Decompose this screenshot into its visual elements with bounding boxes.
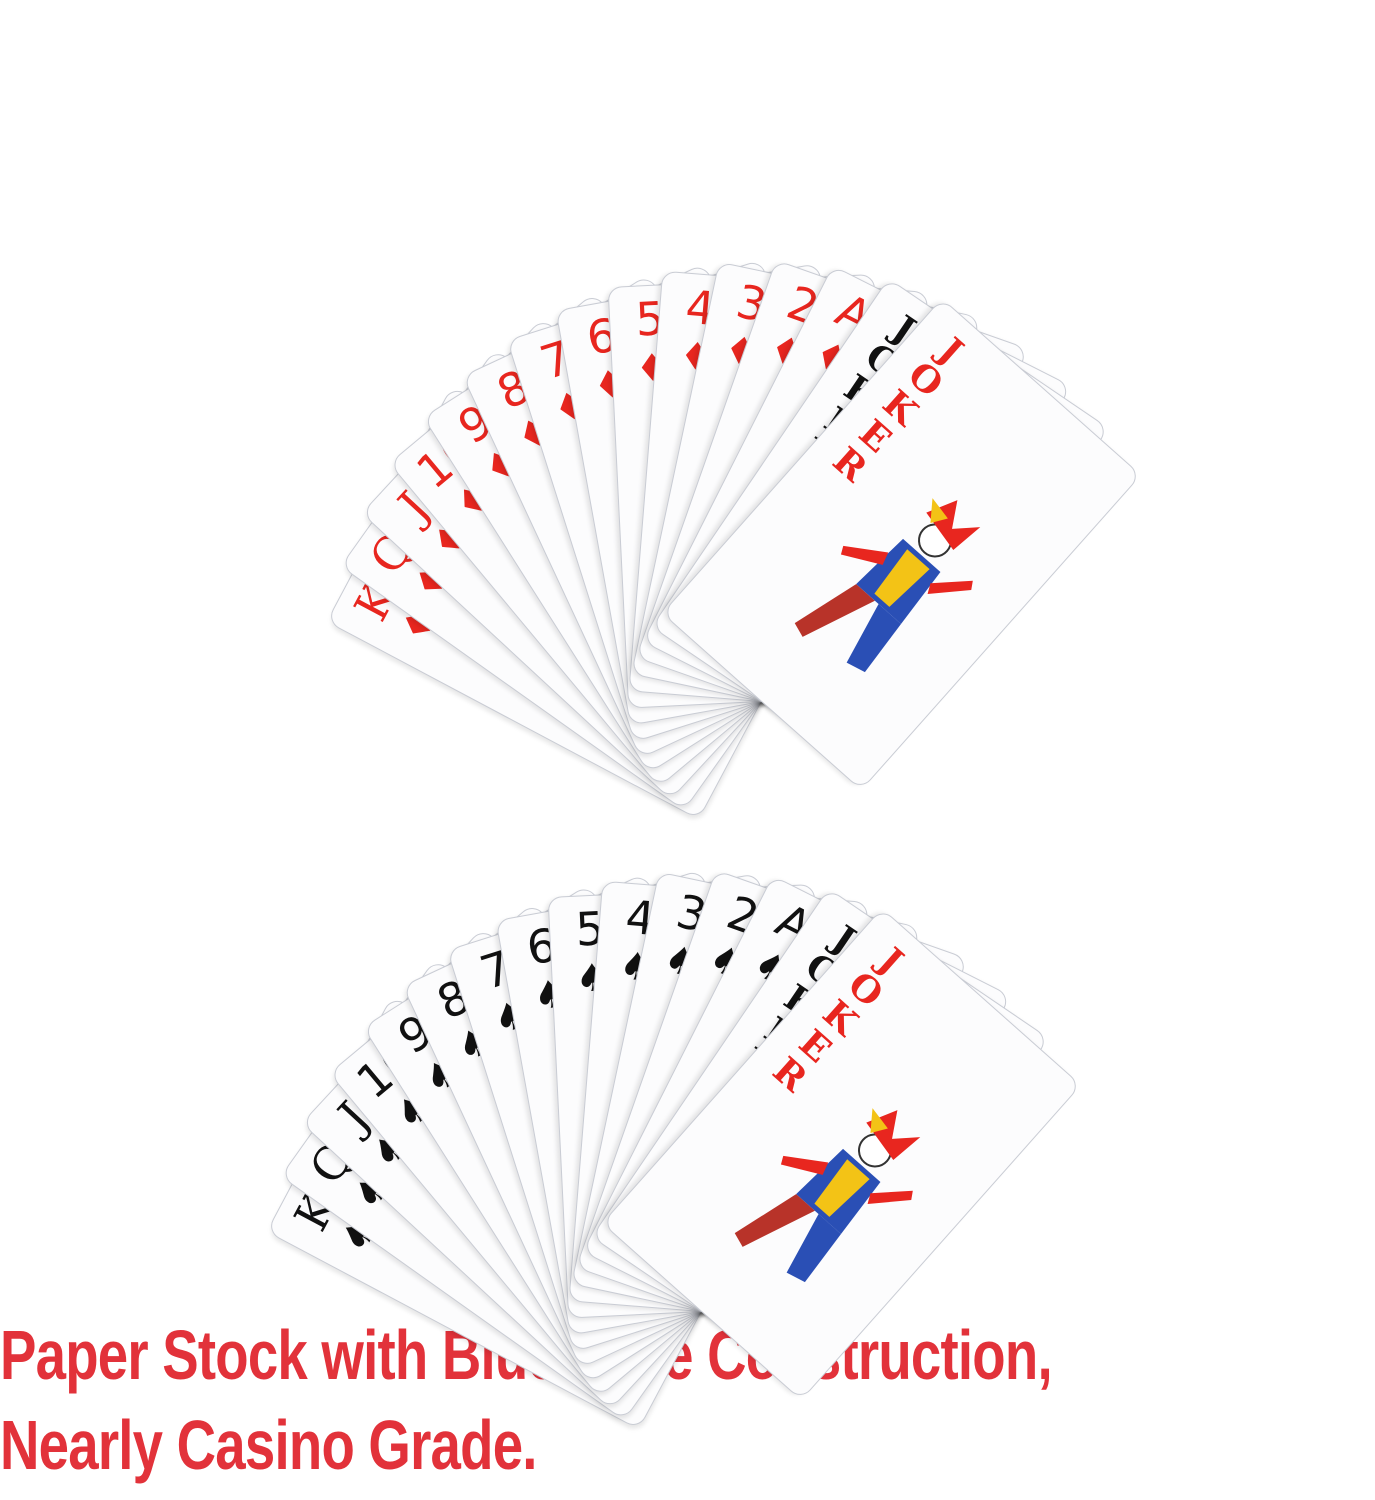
joker-card: JOKER xyxy=(601,907,1082,1401)
jester-illustration xyxy=(794,498,981,673)
joker-card: JOKER xyxy=(661,297,1142,791)
caption-line-2: Nearly Casino Grade. xyxy=(0,1406,537,1484)
jester-illustration xyxy=(734,1108,921,1283)
